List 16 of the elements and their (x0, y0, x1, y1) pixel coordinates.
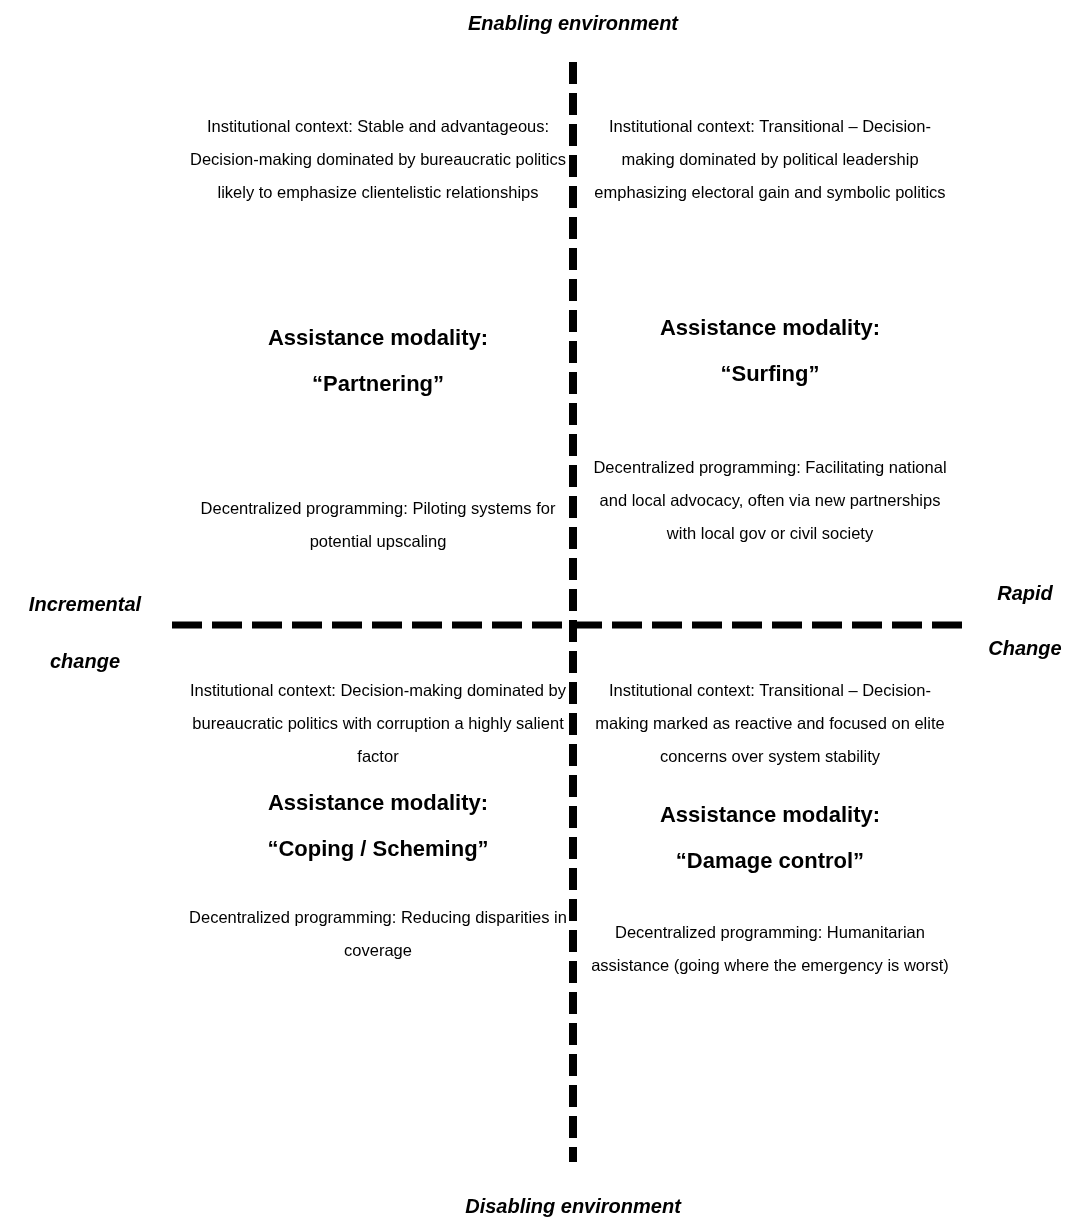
quadrant-description: Decentralized programming: Facilitating national and local advocacy, often via new partnerships with local gov or civil society (592, 457, 948, 544)
quadrant-heading: Assistance modality: “Damage control” (658, 801, 882, 875)
axis-label: Incremental change (27, 592, 143, 674)
quadrant-description: Decentralized programming: Humanitarian assistance (going where the emergency is worst) (590, 922, 950, 976)
quadrant-description: Decentralized programming: Piloting systems for potential upscaling (199, 498, 557, 552)
quadrant-heading: Assistance modality: “Surfing” (658, 314, 882, 388)
quadrant-heading: Assistance modality: “Partnering” (266, 324, 490, 398)
quadrant-description: Institutional context: Transitional – Decision-making dominated by political leadership emphasizing electoral gain and symbolic politics (593, 116, 947, 203)
quadrant-description: Institutional context: Transitional – Decision-making marked as reactive and focused on elite concerns over system stability (594, 680, 946, 767)
quadrant-heading: Assistance modality: “Coping / Scheming” (266, 789, 490, 863)
quadrant-description: Decentralized programming: Reducing disparities in coverage (188, 907, 568, 961)
axis-label: Enabling environment (467, 11, 680, 36)
axis-label: Disabling environment (464, 1194, 683, 1219)
quadrant-description: Institutional context: Decision-making dominated by bureaucratic politics with corruption a highly salient factor (189, 680, 567, 767)
quadrant-description: Institutional context: Stable and advantageous: Decision-making dominated by bureaucratic politics likely to emphasize clientelistic relationships (189, 116, 567, 203)
axis-label: Rapid Change (987, 581, 1063, 661)
